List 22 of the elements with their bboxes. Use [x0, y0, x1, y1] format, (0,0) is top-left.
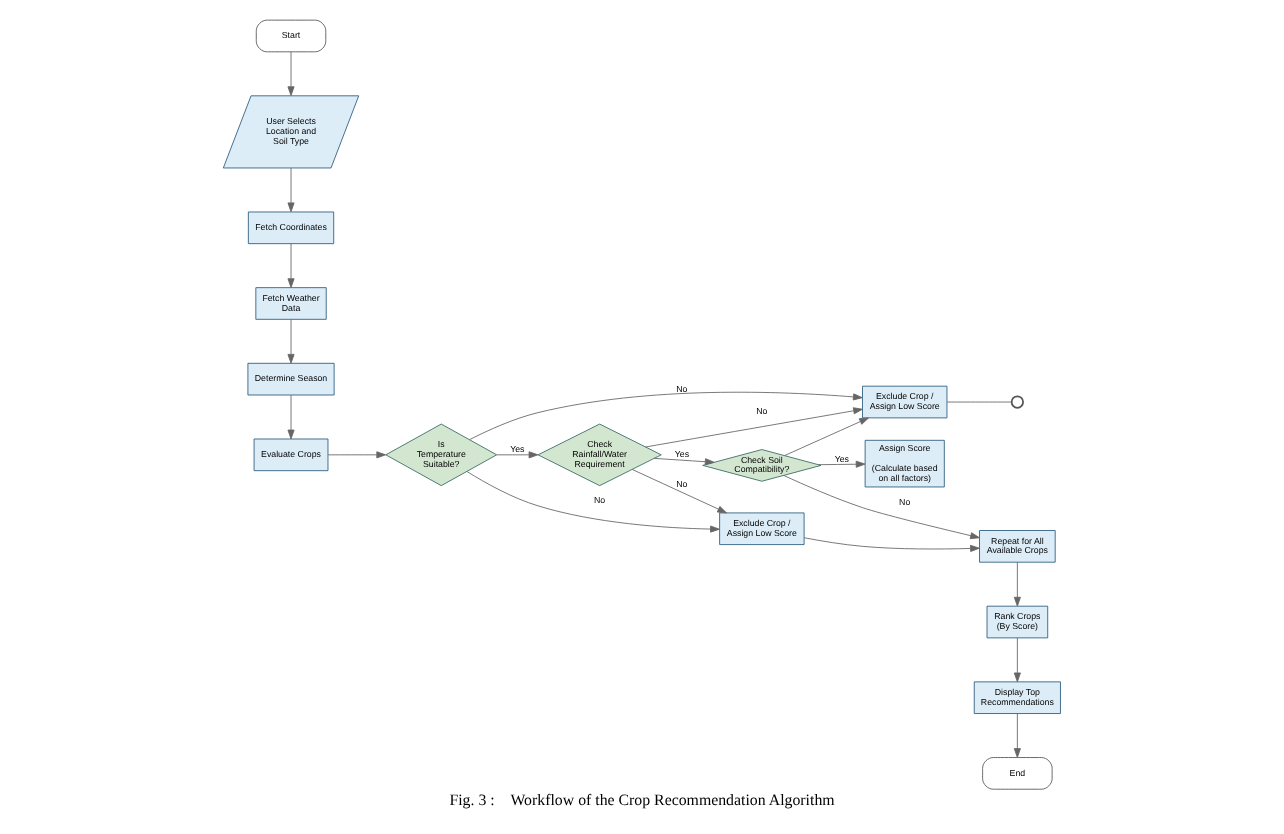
arrow	[631, 469, 728, 514]
arrow	[1013, 713, 1021, 758]
arrow	[496, 451, 539, 459]
arrow	[287, 167, 295, 213]
caption: Fig. 3 : Workflow of the Crop Recommendation Algorithm	[449, 791, 835, 810]
arrow	[469, 391, 863, 440]
arrow	[653, 457, 715, 466]
arrow	[818, 460, 866, 468]
arrow	[803, 537, 980, 552]
arrow	[287, 243, 295, 288]
arrow	[1013, 561, 1021, 607]
arrow	[327, 451, 387, 459]
arrow	[287, 394, 295, 440]
arrow	[645, 407, 863, 448]
arrow	[466, 471, 720, 533]
arrow	[287, 318, 295, 364]
arrow	[783, 475, 980, 540]
arrow	[1013, 637, 1021, 683]
node-circle	[1010, 395, 1024, 409]
arrow	[784, 417, 869, 456]
arrow	[287, 51, 295, 96]
connector	[946, 401, 1012, 403]
